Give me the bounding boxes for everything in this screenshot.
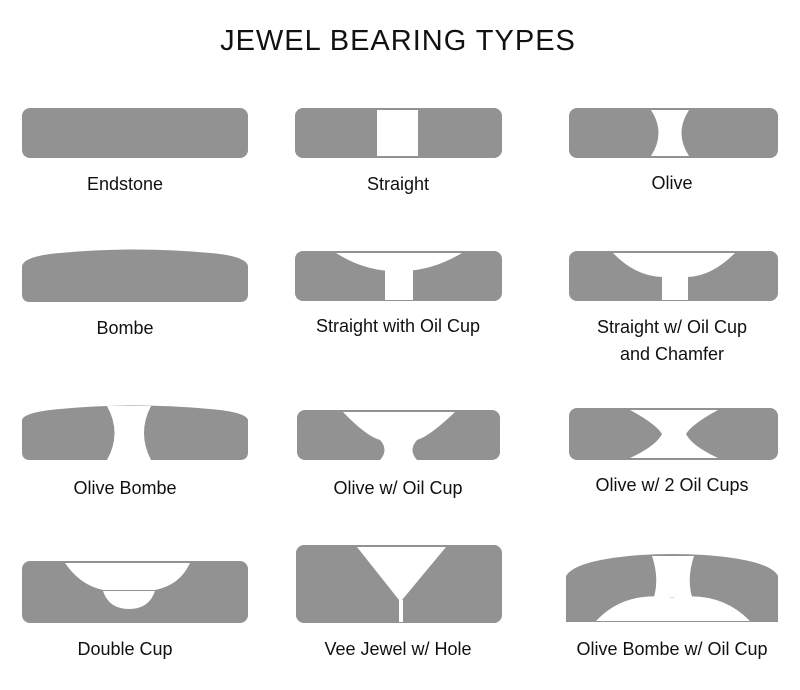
olive-with-two-oil-cups-label: Olive w/ 2 Oil Cups [595, 475, 748, 495]
endstone-label: Endstone [87, 174, 163, 194]
olive-with-two-oil-cups-shape [569, 408, 778, 460]
diagram-title: JEWEL BEARING TYPES [220, 25, 576, 57]
double-cup-label: Double Cup [77, 639, 172, 659]
straight-with-oil-cup-label: Straight with Oil Cup [316, 316, 480, 336]
vee-jewel-with-hole-label: Vee Jewel w/ Hole [324, 639, 471, 659]
endstone-shape [22, 108, 248, 158]
olive-bombe-shape [22, 405, 248, 460]
olive-label: Olive [651, 173, 692, 193]
straight-shape [295, 108, 502, 158]
olive-bombe-with-oil-cup-shape [566, 554, 778, 622]
olive-bombe-with-oil-cup-label: Olive Bombe w/ Oil Cup [576, 639, 767, 659]
straight-oil-cup-chamfer-label: Straight w/ Oil Cup [597, 317, 747, 337]
olive-shape [569, 108, 778, 158]
vee-jewel-with-hole-shape [296, 545, 502, 623]
straight-oil-cup-chamfer-label-line2: and Chamfer [620, 344, 724, 364]
bombe-shape [22, 249, 248, 302]
straight-oil-cup-chamfer-shape [569, 251, 778, 301]
double-cup-shape [22, 561, 248, 623]
straight-label: Straight [367, 174, 429, 194]
olive-with-oil-cup-label: Olive w/ Oil Cup [333, 478, 462, 498]
straight-with-oil-cup-shape [295, 251, 502, 301]
bombe-label: Bombe [96, 318, 153, 338]
olive-with-oil-cup-shape [297, 410, 500, 460]
olive-bombe-label: Olive Bombe [73, 478, 176, 498]
